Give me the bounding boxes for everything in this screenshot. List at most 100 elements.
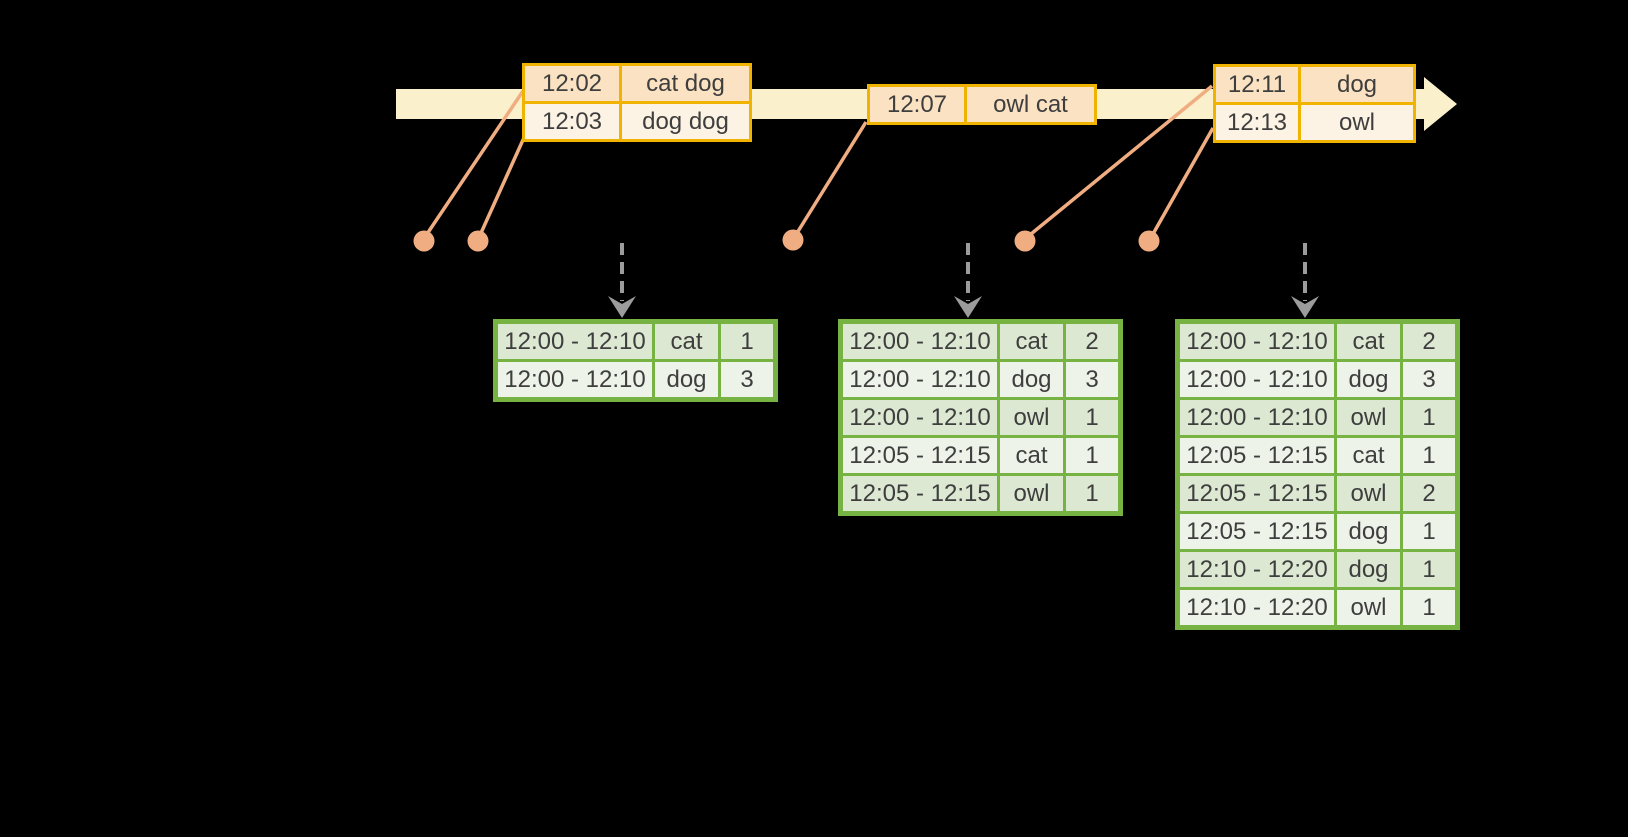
window-range-cell: 12:00 - 12:10 (839, 320, 1000, 362)
word-cell: cat (1334, 435, 1403, 476)
trigger-arrowhead-icon (954, 296, 982, 318)
window-range-cell: 12:00 - 12:10 (1176, 359, 1337, 400)
word-cell: cat (1334, 320, 1403, 362)
count-cell: 1 (718, 320, 777, 362)
window-range-cell: 12:00 - 12:10 (494, 320, 655, 362)
word-cell: owl (1334, 397, 1403, 438)
count-cell: 1 (1063, 473, 1122, 515)
count-cell: 2 (1063, 320, 1122, 362)
trigger-arrow (954, 243, 982, 318)
count-cell: 1 (1400, 511, 1459, 552)
window-range-cell: 12:05 - 12:15 (1176, 473, 1337, 514)
word-cell: owl (997, 397, 1066, 438)
count-cell: 2 (1400, 473, 1459, 514)
event-time-cell: 12:11 (1213, 64, 1301, 105)
event-dot (467, 230, 489, 252)
count-cell: 2 (1400, 320, 1459, 362)
event-words-cell: dog dog (619, 101, 752, 142)
word-cell: dog (1334, 359, 1403, 400)
window-range-cell: 12:05 - 12:15 (1176, 435, 1337, 476)
event-leader-line (425, 90, 525, 235)
event-time-cell: 12:03 (522, 101, 622, 142)
event-leader-line (1151, 127, 1215, 235)
window-range-cell: 12:00 - 12:10 (839, 397, 1000, 438)
event-words-cell: owl (1298, 102, 1416, 143)
event-time-cell: 12:13 (1213, 102, 1301, 143)
word-cell: cat (997, 435, 1066, 476)
event-leader-line (795, 121, 868, 234)
count-cell: 1 (1400, 435, 1459, 476)
window-range-cell: 12:05 - 12:15 (1176, 511, 1337, 552)
window-range-cell: 12:05 - 12:15 (839, 473, 1000, 515)
event-time-cell: 12:02 (522, 63, 622, 104)
window-range-cell: 12:00 - 12:10 (494, 359, 655, 401)
count-cell: 1 (1400, 397, 1459, 438)
trigger-arrow (1291, 243, 1319, 318)
count-cell: 1 (1063, 435, 1122, 476)
count-cell: 1 (1400, 587, 1459, 629)
word-cell: cat (997, 320, 1066, 362)
event-dot (1138, 230, 1160, 252)
event-words-cell: dog (1298, 64, 1416, 105)
event-dot (1014, 230, 1036, 252)
event-leader-line (479, 130, 529, 234)
word-cell: dog (997, 359, 1066, 400)
window-range-cell: 12:00 - 12:10 (1176, 320, 1337, 362)
word-cell: cat (652, 320, 721, 362)
count-cell: 3 (718, 359, 777, 401)
count-cell: 3 (1063, 359, 1122, 400)
window-range-cell: 12:00 - 12:10 (839, 359, 1000, 400)
event-words-cell: cat dog (619, 63, 752, 104)
event-time-cell: 12:07 (867, 84, 967, 125)
count-cell: 1 (1400, 549, 1459, 590)
event-words-cell: owl cat (964, 84, 1097, 125)
trigger-arrowhead-icon (1291, 296, 1319, 318)
window-range-cell: 12:00 - 12:10 (1176, 397, 1337, 438)
trigger-arrow (608, 243, 636, 318)
event-dot (413, 230, 435, 252)
word-cell: dog (1334, 511, 1403, 552)
event-leader-line (1029, 84, 1214, 236)
window-range-cell: 12:05 - 12:15 (839, 435, 1000, 476)
word-cell: dog (652, 359, 721, 401)
count-cell: 1 (1063, 397, 1122, 438)
trigger-arrowhead-icon (608, 296, 636, 318)
word-cell: owl (997, 473, 1066, 515)
event-dot (782, 229, 804, 251)
timeline-arrowhead-icon (1424, 77, 1457, 131)
count-cell: 3 (1400, 359, 1459, 400)
word-cell: owl (1334, 473, 1403, 514)
window-range-cell: 12:10 - 12:20 (1176, 549, 1337, 590)
